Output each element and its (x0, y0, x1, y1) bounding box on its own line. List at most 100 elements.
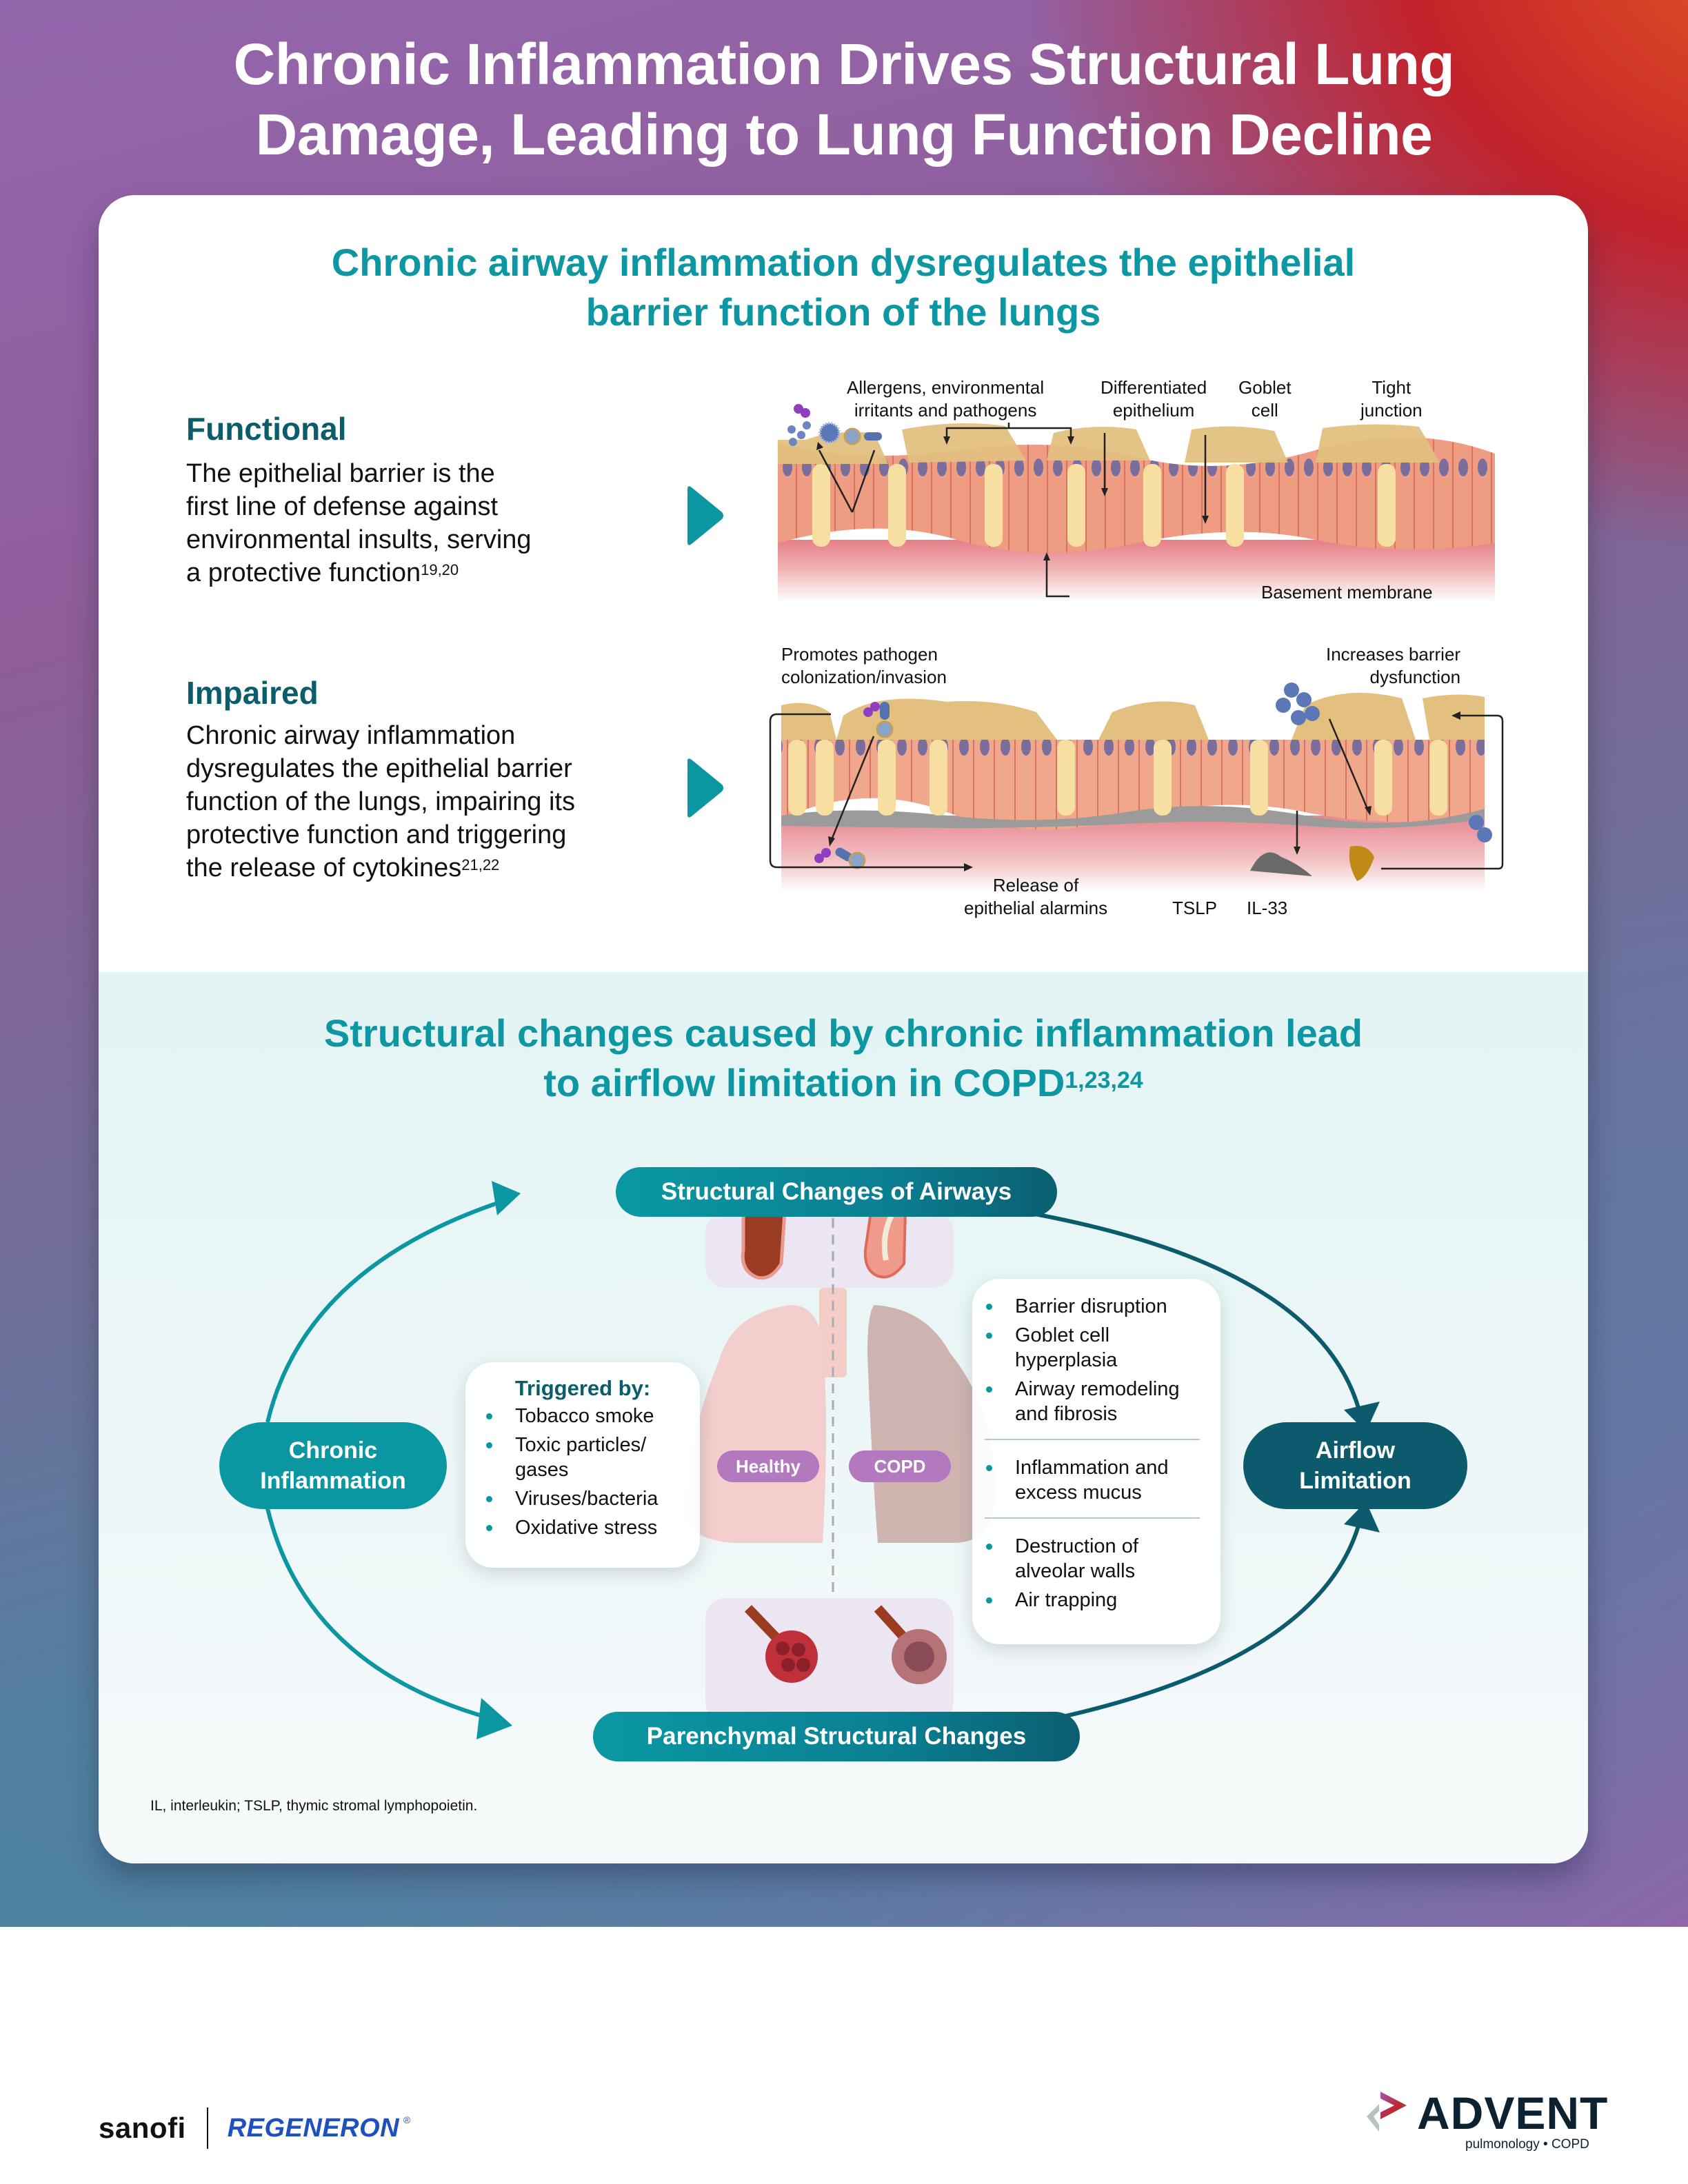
trachea-icon (819, 1288, 847, 1377)
impaired-line-text: the release of cytokines (186, 853, 462, 882)
section2-heading-line-1: Structural changes caused by chronic inf… (323, 1011, 1363, 1055)
change-item: Barrier disruption (972, 1294, 1212, 1319)
play-arrow-icon (687, 758, 723, 818)
tag-healthy: Healthy (717, 1450, 819, 1482)
advent-chevron-icon (1367, 2092, 1407, 2132)
section2-heading-line-2-text: to airflow limitation in COPD (543, 1061, 1065, 1104)
section2-heading: Structural changes caused by chronic inf… (99, 1009, 1588, 1108)
bullet-icon (986, 1465, 992, 1471)
bullet-icon (986, 1304, 992, 1310)
label-line: colonization/invasion (781, 667, 947, 687)
pathogens (814, 682, 1492, 869)
label-allergens: Allergens, environmental irritants and p… (847, 376, 1044, 422)
label-line: Increases barrier (1326, 644, 1461, 665)
triggers-list: Tobacco smoke Toxic particles/gases Viru… (472, 1404, 693, 1540)
item-line: Inflammation and (1015, 1457, 1169, 1479)
tag-copd: COPD (849, 1450, 951, 1482)
label-line: epithelial alarmins (964, 898, 1108, 918)
functional-line-text: a protective function (186, 558, 421, 587)
content-card: Chronic airway inflammation dysregulates… (99, 195, 1588, 1863)
goblet-cells (788, 740, 1447, 816)
impaired-epithelium-illustration (769, 682, 1504, 891)
section1-heading: Chronic airway inflammation dysregulates… (99, 238, 1588, 337)
mucus-layer (778, 423, 1440, 464)
impaired-heading: Impaired (186, 675, 319, 711)
arc-inflammation-to-airways (265, 1196, 513, 1423)
label-line: junction (1360, 400, 1423, 421)
node-parenchymal-structural-changes: Parenchymal Structural Changes (593, 1712, 1080, 1761)
section1-heading-line-1: Chronic airway inflammation dysregulates… (331, 241, 1356, 284)
item-line: and fibrosis (1015, 1403, 1118, 1425)
arrowhead-icon (476, 1698, 512, 1739)
bullet-icon (986, 1386, 992, 1393)
divider (985, 1439, 1200, 1440)
label-line: dysfunction (1369, 667, 1461, 687)
item-line: gases (515, 1459, 569, 1481)
triggers-title: Triggered by: (514, 1376, 651, 1400)
arrowheads (816, 436, 1209, 560)
label-line: cell (1251, 400, 1278, 421)
bullet-icon (486, 1496, 492, 1502)
partner-logos: sanofi REGENERON ® (99, 2104, 410, 2152)
healthy-lung-icon (687, 1305, 826, 1543)
label-line: Allergens, environmental (847, 377, 1045, 398)
trigger-item: Viruses/bacteria (472, 1486, 693, 1511)
reference-superscript: 21,22 (461, 856, 500, 873)
arc-parenchyma-to-airflow (981, 1518, 1363, 1735)
trigger-item: Tobacco smoke (472, 1404, 693, 1428)
reference-superscript: 19,20 (421, 561, 459, 578)
label-line: Release of (992, 875, 1079, 896)
page-title: Chronic Inflammation Drives Structural L… (0, 29, 1688, 170)
healthy-alveoli-icon (744, 1605, 818, 1683)
item-line: Toxic particles/ (515, 1434, 647, 1456)
functional-epithelium-illustration (778, 404, 1495, 602)
copd-alveoli-icon (874, 1605, 947, 1684)
functional-line: The epithelial barrier is the (186, 459, 495, 488)
arrowhead-icon (492, 1181, 521, 1215)
item-line: Destruction of (1015, 1535, 1138, 1557)
impaired-line: the release of cytokines21,22 (186, 851, 575, 884)
section2-heading-line-2: to airflow limitation in COPD1,23,24 (99, 1058, 1588, 1108)
logo-divider (206, 2107, 208, 2149)
label-line: Goblet (1238, 377, 1292, 398)
functional-line: first line of defense against (186, 492, 499, 521)
label-increases-barrier: Increases barrier dysfunction (1326, 643, 1460, 689)
arrowheads (828, 711, 1460, 871)
reference-superscript: 1,23,24 (1065, 1067, 1143, 1093)
label-release-alarmins: Release of epithelial alarmins (964, 874, 1107, 920)
arc-inflammation-to-parenchyma (265, 1508, 492, 1721)
item-line: Air trapping (1015, 1589, 1118, 1611)
regeneron-logo: REGENERON (227, 2113, 400, 2143)
advent-wordmark: ADVENT (1417, 2087, 1609, 2138)
copd-airway-icon (863, 1211, 907, 1279)
sanofi-wordmark: sanofi (99, 2112, 186, 2144)
impaired-line: protective function and triggering (186, 820, 567, 849)
goblet-cells (812, 464, 1396, 547)
label-line: Differentiated (1101, 377, 1207, 398)
page-title-line-1: Chronic Inflammation Drives Structural L… (233, 32, 1455, 97)
registered-mark: ® (403, 2114, 411, 2125)
impaired-line: function of the lungs, impairing its (186, 787, 575, 816)
bullet-icon (986, 1597, 992, 1604)
annotation-arrows (769, 713, 1504, 870)
label-il33: IL-33 (1247, 898, 1288, 918)
item-line: Tobacco smoke (515, 1405, 654, 1427)
functional-description: The epithelial barrier is the first line… (186, 457, 532, 589)
basement-membrane (781, 806, 1485, 829)
triggers-box: Triggered by: Tobacco smoke Toxic partic… (465, 1362, 700, 1568)
sanofi-logo: sanofi (99, 2112, 186, 2145)
label-tslp: TSLP (1172, 898, 1218, 918)
node-label-line: Limitation (1299, 1468, 1411, 1494)
epithelial-cells (778, 437, 1495, 553)
node-chronic-inflammation: Chronic Inflammation (219, 1422, 447, 1509)
impaired-line: Chronic airway inflammation (186, 721, 516, 750)
bullet-icon (486, 1413, 492, 1419)
